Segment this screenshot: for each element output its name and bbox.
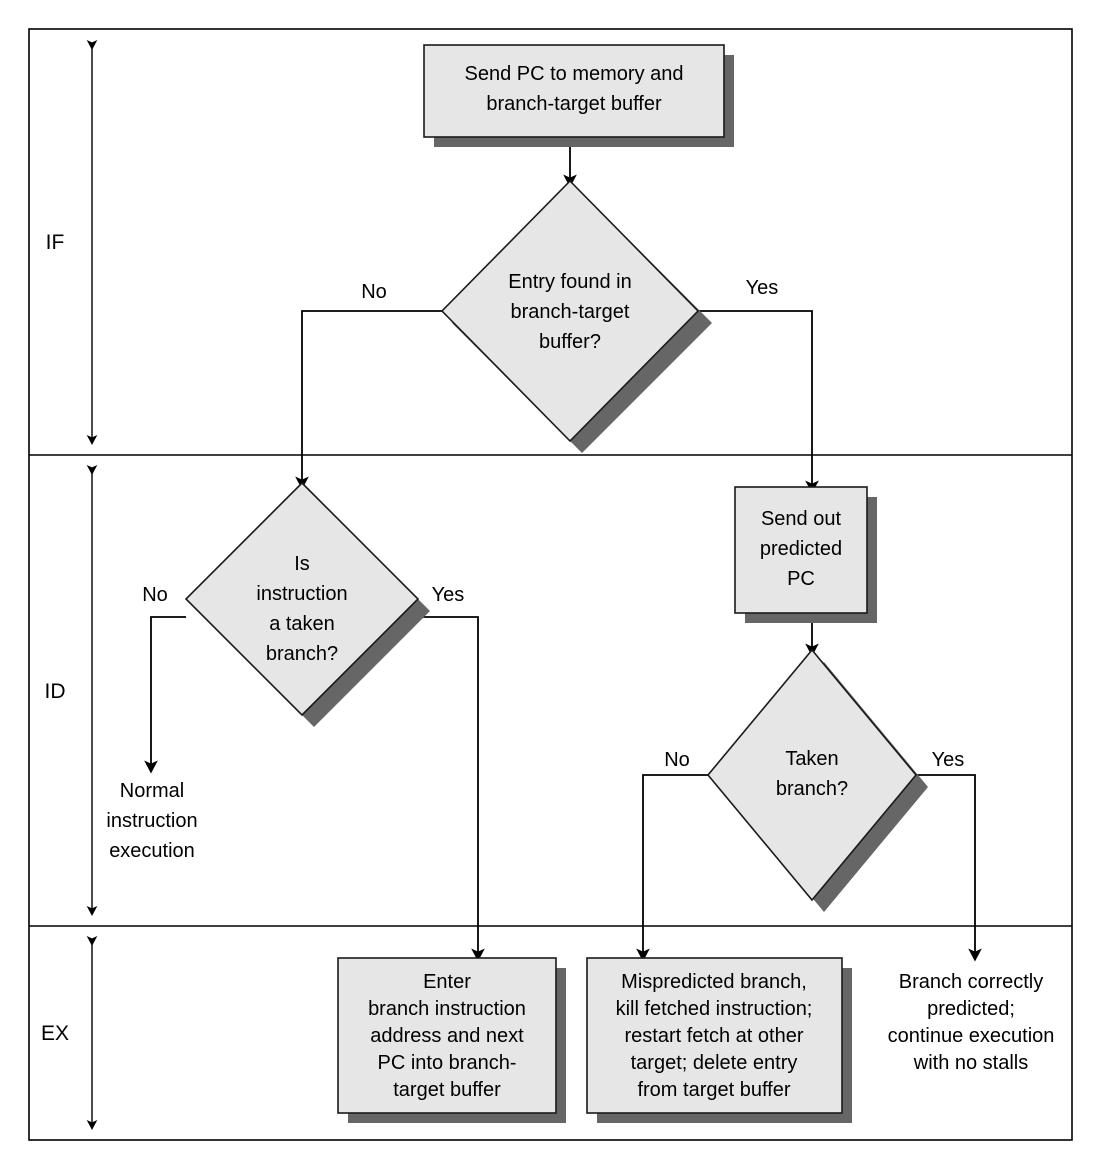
node-taken-branch-line-1: branch? [776, 778, 848, 800]
node-send-pc-line-0: Send PC to memory and [465, 63, 684, 85]
node-mispredicted-line-2: restart fetch at other [625, 1025, 804, 1047]
node-enter-branch[interactable]: Enter branch instruction address and nex… [337, 957, 566, 1123]
stage-label-if: IF [46, 231, 65, 254]
node-enter-branch-line-2: address and next [370, 1025, 524, 1047]
node-send-predicted-line-1: predicted [760, 538, 842, 560]
edge-taken2-no [636, 774, 708, 962]
stage-label-id-text: ID [45, 680, 66, 703]
node-entry-found-line-2: buffer? [539, 331, 601, 353]
node-is-taken-branch[interactable]: Is instruction a taken branch? [184, 481, 430, 727]
node-mispredicted-line-3: target; delete entry [631, 1052, 798, 1074]
node-correct-predicted-line-3: with no stalls [913, 1052, 1029, 1074]
node-enter-branch-line-4: target buffer [393, 1079, 501, 1101]
node-mispredicted[interactable]: Mispredicted branch, kill fetched instru… [586, 957, 852, 1123]
node-correct-predicted: Branch correctly predicted; continue exe… [888, 971, 1055, 1074]
node-taken-branch[interactable]: Taken branch? [706, 648, 928, 912]
node-entry-found-line-1: branch-target [511, 301, 630, 323]
edge-label-taken1-yes: Yes [432, 584, 465, 606]
edge-taken1-yes [418, 616, 485, 962]
node-normal-exec-line-1: instruction [106, 810, 197, 832]
node-send-pc-line-1: branch-target buffer [486, 93, 662, 115]
node-send-pc[interactable]: Send PC to memory and branch-target buff… [423, 44, 734, 147]
node-entry-found-line-0: Entry found in [508, 271, 631, 293]
node-send-predicted-line-0: Send out [761, 508, 842, 530]
node-send-predicted[interactable]: Send out predicted PC [734, 486, 877, 623]
node-send-predicted-line-2: PC [787, 568, 815, 590]
stage-frame [28, 28, 1073, 1141]
edge-label-taken2-no: No [664, 749, 690, 771]
node-normal-exec-line-2: execution [109, 840, 195, 862]
edge-entry-no [295, 310, 442, 490]
node-enter-branch-line-0: Enter [423, 971, 471, 993]
node-normal-exec: Normal instruction execution [106, 780, 197, 862]
node-is-taken-branch-line-2: a taken [269, 613, 335, 635]
node-mispredicted-line-4: from target buffer [637, 1079, 790, 1101]
node-is-taken-branch-line-0: Is [294, 553, 310, 575]
edge-label-entry-no: No [361, 281, 387, 303]
edge-taken2-yes [916, 774, 982, 962]
stage-label-id: ID [45, 680, 66, 703]
node-enter-branch-line-1: branch instruction [368, 998, 526, 1020]
node-is-taken-branch-line-3: branch? [266, 643, 338, 665]
stage-label-ex-text: EX [41, 1022, 69, 1045]
edge-label-taken1-no: No [142, 584, 168, 606]
edge-taken1-no [144, 616, 186, 774]
edge-entry-yes [698, 310, 819, 494]
node-taken-branch-line-0: Taken [785, 748, 838, 770]
node-entry-found[interactable]: Entry found in branch-target buffer? [440, 179, 712, 453]
node-correct-predicted-line-2: continue execution [888, 1025, 1055, 1047]
node-mispredicted-line-1: kill fetched instruction; [616, 998, 813, 1020]
node-mispredicted-line-0: Mispredicted branch, [621, 971, 807, 993]
node-correct-predicted-line-0: Branch correctly [899, 971, 1044, 993]
stage-label-ex: EX [41, 1022, 69, 1045]
stage-label-if-text: IF [46, 231, 65, 254]
node-is-taken-branch-line-1: instruction [256, 583, 347, 605]
node-normal-exec-line-0: Normal [120, 780, 184, 802]
node-enter-branch-line-3: PC into branch- [378, 1052, 517, 1074]
node-correct-predicted-line-1: predicted; [927, 998, 1015, 1020]
edge-label-entry-yes: Yes [746, 277, 779, 299]
edge-label-taken2-yes: Yes [932, 749, 965, 771]
